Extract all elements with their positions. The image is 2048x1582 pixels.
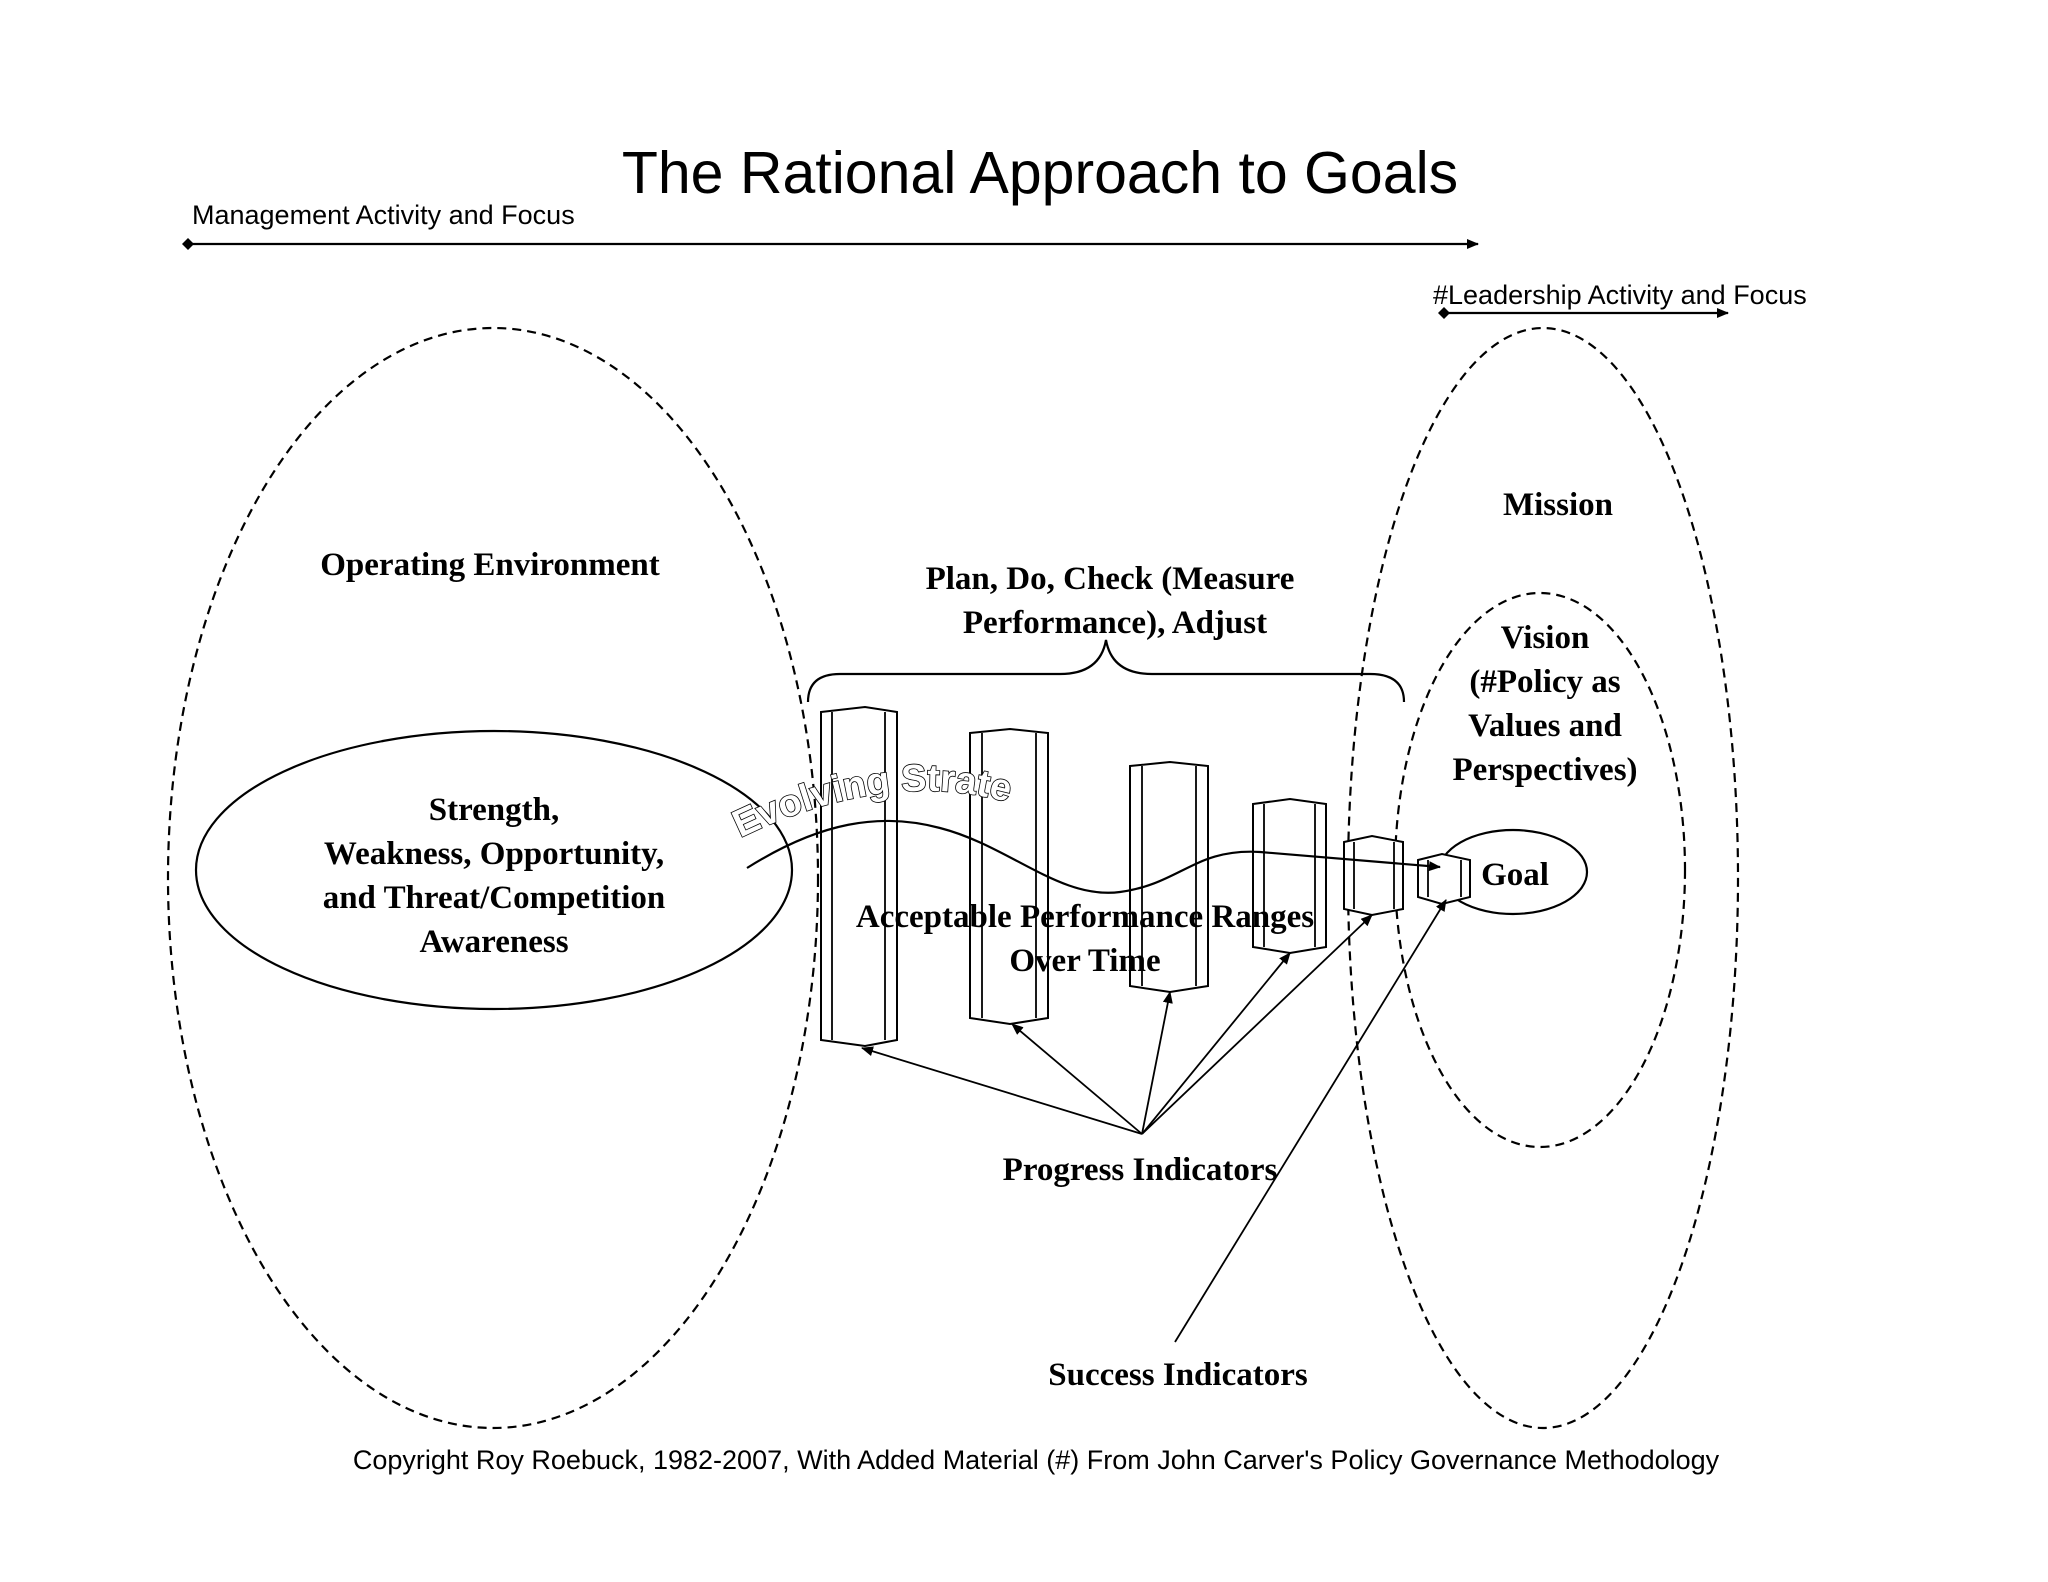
swot-line-4: Awareness <box>419 924 568 960</box>
progress-indicator-arrows <box>861 914 1373 1135</box>
vision-line-4: Perspectives) <box>1452 752 1637 788</box>
swot-line-3: and Threat/Competition <box>323 880 666 916</box>
vision-line-1: Vision <box>1501 620 1590 656</box>
progress-indicators-label: Progress Indicators <box>1003 1152 1278 1188</box>
range-arrow-4 <box>1252 797 1327 955</box>
pdca-line-1: Plan, Do, Check (Measure <box>926 561 1295 597</box>
strategy-curve <box>746 819 1441 894</box>
range-arrow-1 <box>820 705 898 1048</box>
copyright-text: Copyright Roy Roebuck, 1982-2007, With A… <box>353 1445 1720 1475</box>
range-arrow-5 <box>1343 834 1404 917</box>
leadership-axis-label: #Leadership Activity and Focus <box>1433 280 1807 310</box>
success-indicators-label: Success Indicators <box>1048 1357 1308 1393</box>
operating-environment-ellipse <box>166 326 820 1430</box>
pdca-line-2: Performance), Adjust <box>963 605 1267 641</box>
vision-line-2: (#Policy as <box>1469 664 1620 700</box>
goal-label: Goal <box>1481 857 1549 893</box>
swot-line-1: Strength, <box>429 792 560 828</box>
acceptable-ranges-line-1: Acceptable Performance Ranges <box>856 899 1314 935</box>
mission-label: Mission <box>1503 487 1613 523</box>
operating-environment-label: Operating Environment <box>320 547 660 583</box>
range-arrow-2 <box>969 727 1049 1026</box>
swot-line-2: Weakness, Opportunity, <box>324 836 664 872</box>
range-arrow-6 <box>1417 852 1471 906</box>
vision-line-3: Values and <box>1468 708 1622 744</box>
swot-ellipse <box>194 729 794 1011</box>
pdca-brace <box>806 639 1406 703</box>
acceptable-ranges-line-2: Over Time <box>1009 943 1160 979</box>
page-title: The Rational Approach to Goals <box>622 140 1458 206</box>
management-axis-label: Management Activity and Focus <box>192 200 575 230</box>
success-indicator-arrow <box>1174 899 1447 1343</box>
